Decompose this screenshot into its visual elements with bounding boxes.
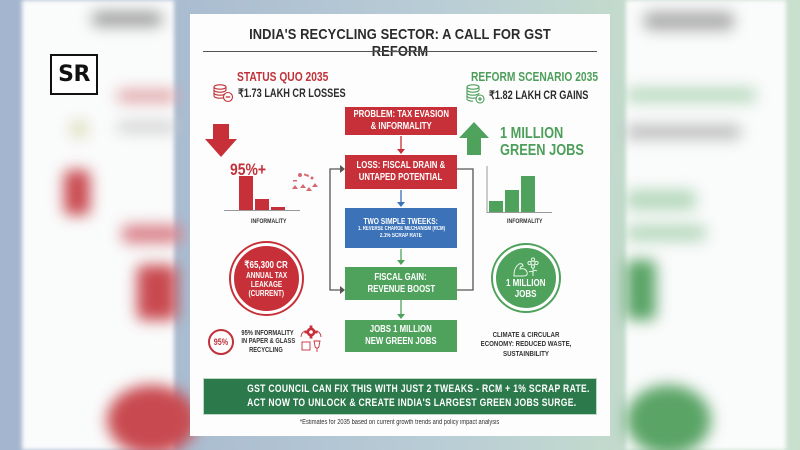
- flow-fiscal-gain: FISCAL GAIN: REVENUE BOOST: [345, 267, 457, 300]
- leakage-line-4: (CURRENT): [248, 288, 285, 298]
- flow-tweaks: TWO SIMPLE TWEEKS: 1. REVERSE CHARGE MEC…: [345, 208, 457, 248]
- informality-note-line-1: 95% INFORMALITY: [241, 330, 294, 337]
- informality-stat: 95%+: [230, 160, 267, 179]
- tax-leakage-circle: ₹65,300 CR ANNUAL TAX LEAKAGE (CURRENT): [231, 243, 302, 314]
- call-to-action-banner: GST COUNCIL CAN FIX THIS WITH JUST 2 TWE…: [203, 378, 597, 415]
- flow-fiscal-gain-line-2: REVENUE BOOST: [367, 283, 435, 295]
- leakage-amount: ₹65,300 CR: [244, 259, 289, 271]
- status-quo-value: ₹1.73 LAKH CR LOSSES: [238, 88, 346, 100]
- bar-high: [521, 176, 535, 212]
- banner-line-1: GST COUNCIL CAN FIX THIS WITH JUST 2 TWE…: [247, 382, 590, 395]
- leakage-line-2: ANNUAL TAX: [245, 270, 287, 280]
- informality-badge-text: 95%: [213, 337, 229, 347]
- footnote-text: *Estimates for 2035 based on current gro…: [300, 419, 500, 426]
- informality-note-line-2: IN PAPER & GLASS: [241, 338, 296, 346]
- banner-line-2: ACT NOW TO UNLOCK & CREATE INDIA'S LARGE…: [247, 396, 577, 409]
- blurred-background-right: [626, 0, 786, 450]
- jobs-circle-line-1: 1 MILLION: [506, 277, 546, 289]
- strength-flower-icon: [513, 256, 539, 276]
- title-divider: [203, 51, 597, 52]
- flow-jobs: JOBS 1 MILLION NEW GREEN JOBS: [345, 320, 457, 352]
- bar-high: [239, 176, 253, 210]
- reform-heading: REFORM SCENARIO 2035: [471, 70, 599, 84]
- reform-bar-chart: [486, 166, 552, 213]
- status-quo-bar-chart: [224, 176, 300, 211]
- informality-note-line-3: RECYCLING: [249, 346, 283, 354]
- informality-badge: 95%: [208, 329, 234, 355]
- green-jobs-line-1: 1 MILLION: [500, 125, 564, 142]
- bar-low: [489, 201, 503, 212]
- green-jobs-line-2: GREEN JOBS: [500, 141, 584, 159]
- jobs-circle: 1 MILLION JOBS: [493, 245, 559, 311]
- flow-tweaks-item-1: 1. REVERSE CHARGE MECHANISM (RCM): [357, 225, 445, 232]
- bar-mid: [505, 190, 519, 212]
- flow-loss-line-1: LOSS: FISCAL DRAIN &: [356, 160, 446, 171]
- bar-mid: [255, 199, 269, 210]
- flow-jobs-line-1: JOBS 1 MILLION: [370, 324, 432, 335]
- up-arrow-icon: [459, 122, 489, 155]
- status-quo-heading: STATUS QUO 2035: [237, 70, 329, 84]
- climate-note: CLIMATE & CIRCULAR ECONOMY: REDUCED WAST…: [470, 330, 582, 358]
- jobs-circle-line-2: JOBS: [515, 289, 537, 300]
- climate-note-line-1: CLIMATE & CIRCULAR: [492, 330, 560, 339]
- recycling-gear-icon: [300, 325, 322, 352]
- scattered-waste-icon: [292, 173, 318, 191]
- reform-bar-label: INFORMALITY: [507, 218, 543, 225]
- flow-loss-line-2: UNTAPED POTENTIAL: [359, 172, 443, 183]
- footnote: *Estimates for 2035 based on current gro…: [190, 419, 610, 426]
- flow-tweaks-item-2: 2.1% SCRAP RATE: [380, 233, 422, 240]
- bar-low: [271, 207, 285, 210]
- flow-fiscal-gain-line-1: FISCAL GAIN:: [374, 271, 428, 283]
- down-arrow-icon: [205, 124, 237, 157]
- informality-note: 95% INFORMALITY IN PAPER & GLASS RECYCLI…: [236, 330, 296, 355]
- sr-logo: SR: [50, 54, 98, 95]
- flow-tweaks-heading: TWO SIMPLE TWEEKS:: [363, 215, 439, 226]
- flow-problem: PROBLEM: TAX EVASION & INFORMALITY: [345, 107, 457, 135]
- leakage-line-3: LEAKAGE: [250, 279, 283, 289]
- flow-loss: LOSS: FISCAL DRAIN & UNTAPED POTENTIAL: [345, 155, 457, 189]
- green-jobs-stat: 1 MILLION GREEN JOBS: [500, 125, 605, 160]
- coins-plus-icon: [466, 84, 485, 104]
- flow-jobs-line-2: NEW GREEN JOBS: [365, 336, 437, 347]
- reform-value: ₹1.82 LAKH CR GAINS: [489, 90, 589, 102]
- flow-problem-line-1: PROBLEM: TAX EVASION: [353, 109, 449, 120]
- coins-minus-icon: [213, 84, 234, 103]
- status-quo-bar-label: INFORMALITY: [251, 218, 287, 225]
- blurred-background-left: [22, 0, 197, 450]
- infographic-card: INDIA'S RECYCLING SECTOR: A CALL FOR GST…: [190, 14, 610, 436]
- climate-note-line-3: SUSTAINBILITY: [502, 348, 550, 358]
- climate-note-line-2: ECONOMY: REDUCED WASTE,: [480, 339, 572, 349]
- flow-problem-line-2: & INFORMALITY: [370, 121, 432, 132]
- infographic-title: INDIA'S RECYCLING SECTOR: A CALL FOR GST…: [249, 26, 551, 60]
